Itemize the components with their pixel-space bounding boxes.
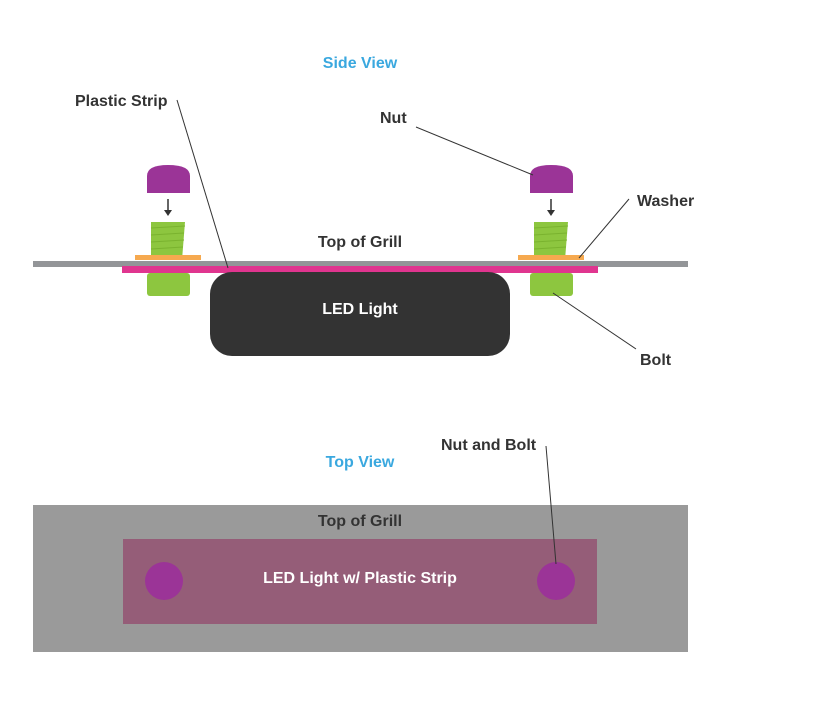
left-washer <box>135 255 201 260</box>
led-light-label: LED Light <box>322 301 398 318</box>
washer-leader <box>578 198 630 259</box>
left-bolt-assembly <box>135 165 201 296</box>
arrow-down-icon <box>164 199 172 216</box>
right-nut-and-bolt <box>537 562 575 600</box>
top-of-grill-label-top: Top of Grill <box>318 513 402 530</box>
left-bolt-head <box>147 273 190 296</box>
right-bolt-head <box>530 273 573 296</box>
bolt-leader <box>552 292 637 350</box>
plastic-strip-leader <box>176 99 229 269</box>
right-bolt-assembly <box>518 165 584 296</box>
nut-and-bolt-label: Nut and Bolt <box>441 437 537 454</box>
washer-label: Washer <box>637 193 694 210</box>
led-light <box>210 272 510 356</box>
left-nut <box>147 165 190 193</box>
side-view-title: Side View <box>323 55 398 72</box>
right-washer <box>518 255 584 260</box>
left-nut-and-bolt <box>145 562 183 600</box>
bolt-label: Bolt <box>640 352 672 369</box>
nut-label: Nut <box>380 110 407 127</box>
nut-leader <box>415 126 534 176</box>
grill-bar <box>33 261 688 267</box>
right-nut <box>530 165 573 193</box>
arrow-down-icon <box>547 199 555 216</box>
led-strip-top <box>123 539 597 624</box>
side-view: Side View LED Light Top of Grill <box>33 55 694 369</box>
top-view: Top View Top of Grill LED Light w/ Plast… <box>33 437 688 652</box>
plastic-strip-label: Plastic Strip <box>75 93 168 110</box>
top-of-grill-label: Top of Grill <box>318 234 402 251</box>
plastic-strip <box>122 266 598 273</box>
top-view-title: Top View <box>326 454 395 471</box>
nut-and-bolt-leader <box>545 445 557 565</box>
led-strip-label: LED Light w/ Plastic Strip <box>263 570 457 587</box>
